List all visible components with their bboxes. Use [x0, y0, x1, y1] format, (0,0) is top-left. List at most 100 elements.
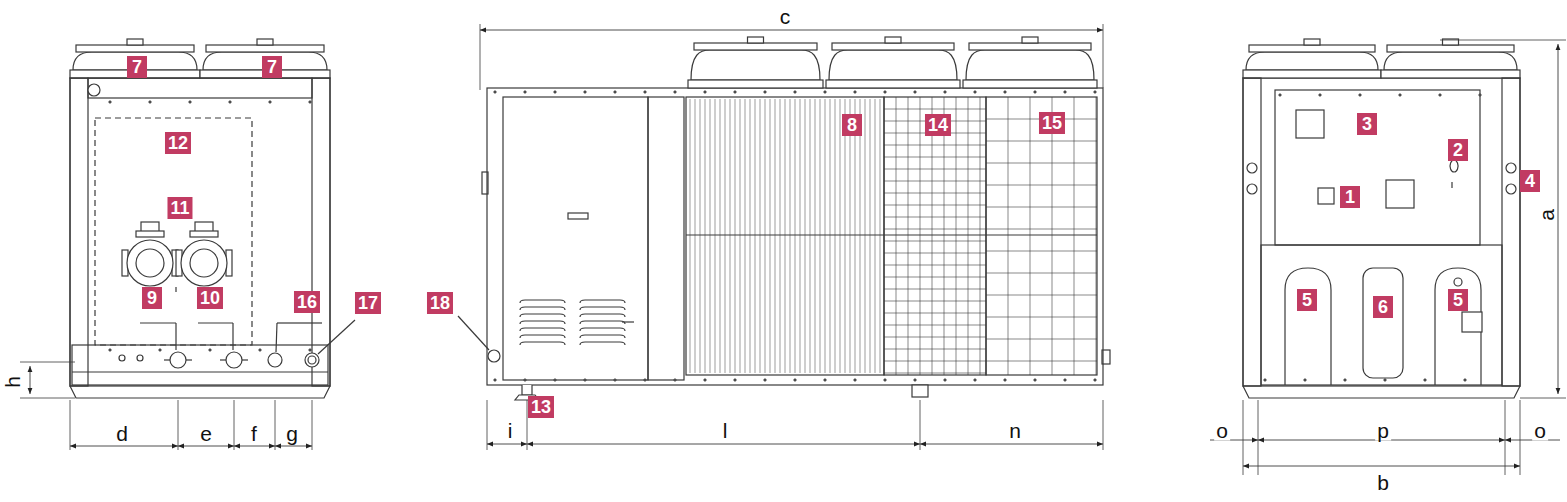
- grid-line: [896, 97, 897, 375]
- fan-bell: [966, 50, 1094, 80]
- fan-hub: [127, 39, 143, 45]
- extension-line: [1243, 400, 1244, 475]
- coil-fin: [820, 99, 821, 373]
- fan-hub: [1022, 37, 1038, 43]
- grid-line: [884, 181, 986, 182]
- callout-number: 4: [1520, 170, 1540, 192]
- dimension-line: [30, 366, 31, 394]
- rivet-dot: [1264, 379, 1267, 382]
- fan-guard: [694, 43, 817, 50]
- control-panel: [1275, 90, 1480, 245]
- mesh-line: [986, 273, 1097, 274]
- fan-plate: [688, 80, 823, 88]
- callout-number: 5: [1448, 289, 1468, 311]
- louvre-slot: [520, 328, 565, 331]
- louvre-slot: [520, 321, 565, 324]
- dimension-letter: l: [721, 420, 730, 441]
- compressor-bay: [1261, 245, 1502, 385]
- grid-line: [884, 109, 986, 110]
- unit-housing: [70, 78, 330, 386]
- grid-line: [884, 145, 986, 146]
- rivet-dot: [614, 379, 617, 382]
- rivet-dot: [734, 379, 737, 382]
- fan-plate: [1381, 70, 1520, 78]
- lifting-hole: [88, 84, 100, 96]
- louvre-slot: [580, 314, 625, 317]
- rivet-dot: [229, 101, 232, 104]
- rivet-dot: [1464, 379, 1467, 382]
- mesh-line: [1030, 97, 1031, 375]
- rivet-dot: [269, 101, 272, 104]
- coil-fin: [745, 99, 746, 373]
- callout-number: 7: [127, 56, 147, 78]
- coil-fin: [730, 99, 731, 373]
- callout-number: 15: [1039, 112, 1065, 134]
- rivet-dot: [944, 91, 947, 94]
- coil-fin: [855, 99, 856, 373]
- extension-line: [20, 398, 75, 399]
- side-bracket: [482, 172, 488, 194]
- display-window: [1318, 188, 1334, 204]
- coil-fin: [815, 99, 816, 373]
- callout-number: 16: [294, 291, 320, 313]
- base-chamfer: [1243, 386, 1520, 398]
- pump-inlet: [190, 249, 218, 277]
- fan-bell: [1246, 52, 1378, 70]
- rivet-dot: [1094, 91, 1097, 94]
- fan-plate: [826, 80, 960, 88]
- corner-post: [70, 78, 88, 386]
- grid-line: [956, 97, 957, 375]
- grid-line: [884, 289, 986, 290]
- coil-fin: [805, 99, 806, 373]
- rivet-dot: [794, 91, 797, 94]
- leader-line: [232, 323, 233, 350]
- service-door: [503, 97, 648, 380]
- coil-fin: [880, 99, 881, 373]
- coil-fin: [830, 99, 831, 373]
- rivet-dot: [109, 101, 112, 104]
- rivet-dot: [1344, 379, 1347, 382]
- fan-plate: [963, 80, 1097, 88]
- top-rail: [88, 78, 312, 98]
- cable-gland: [1506, 163, 1516, 173]
- rivet-dot: [309, 101, 312, 104]
- rivet-dot: [1034, 379, 1037, 382]
- grid-line: [920, 97, 921, 375]
- connection-stub: [164, 359, 170, 360]
- leader-line: [318, 320, 355, 354]
- extension-line: [70, 400, 71, 450]
- extension-line: [1520, 400, 1521, 475]
- rivet-dot: [1064, 379, 1067, 382]
- pump-body: [181, 240, 227, 286]
- rivet-dot: [584, 379, 587, 382]
- mesh-line: [986, 141, 1097, 142]
- grid-line: [884, 373, 986, 374]
- coil-fin: [700, 99, 701, 373]
- rivet-dot: [734, 91, 737, 94]
- coil-fin: [785, 99, 786, 373]
- rivet-dot: [1034, 91, 1037, 94]
- compressor-terminal: [1454, 278, 1462, 286]
- extension-line: [234, 400, 235, 450]
- louvre-slot: [520, 342, 565, 345]
- dimension-line: [1243, 466, 1520, 467]
- rivet-dot: [854, 91, 857, 94]
- compressor-body: [1435, 268, 1481, 385]
- pump-inlet: [136, 249, 164, 277]
- pump-body: [127, 240, 173, 286]
- dimension-line: [234, 446, 275, 447]
- louvre-slot: [580, 300, 625, 303]
- callout-number: 10: [197, 287, 223, 309]
- rivet-dot: [1004, 91, 1007, 94]
- unit-housing: [487, 88, 1103, 385]
- callout-number: 17: [355, 292, 381, 314]
- louvre-slot: [520, 314, 565, 317]
- fan-bell: [829, 50, 957, 80]
- grid-line: [884, 241, 986, 242]
- dimension-letter: e: [198, 423, 214, 444]
- extension-line: [1258, 400, 1259, 475]
- drain-connection: [305, 353, 319, 367]
- rivet-dot: [309, 349, 312, 352]
- rivet-dot: [149, 101, 152, 104]
